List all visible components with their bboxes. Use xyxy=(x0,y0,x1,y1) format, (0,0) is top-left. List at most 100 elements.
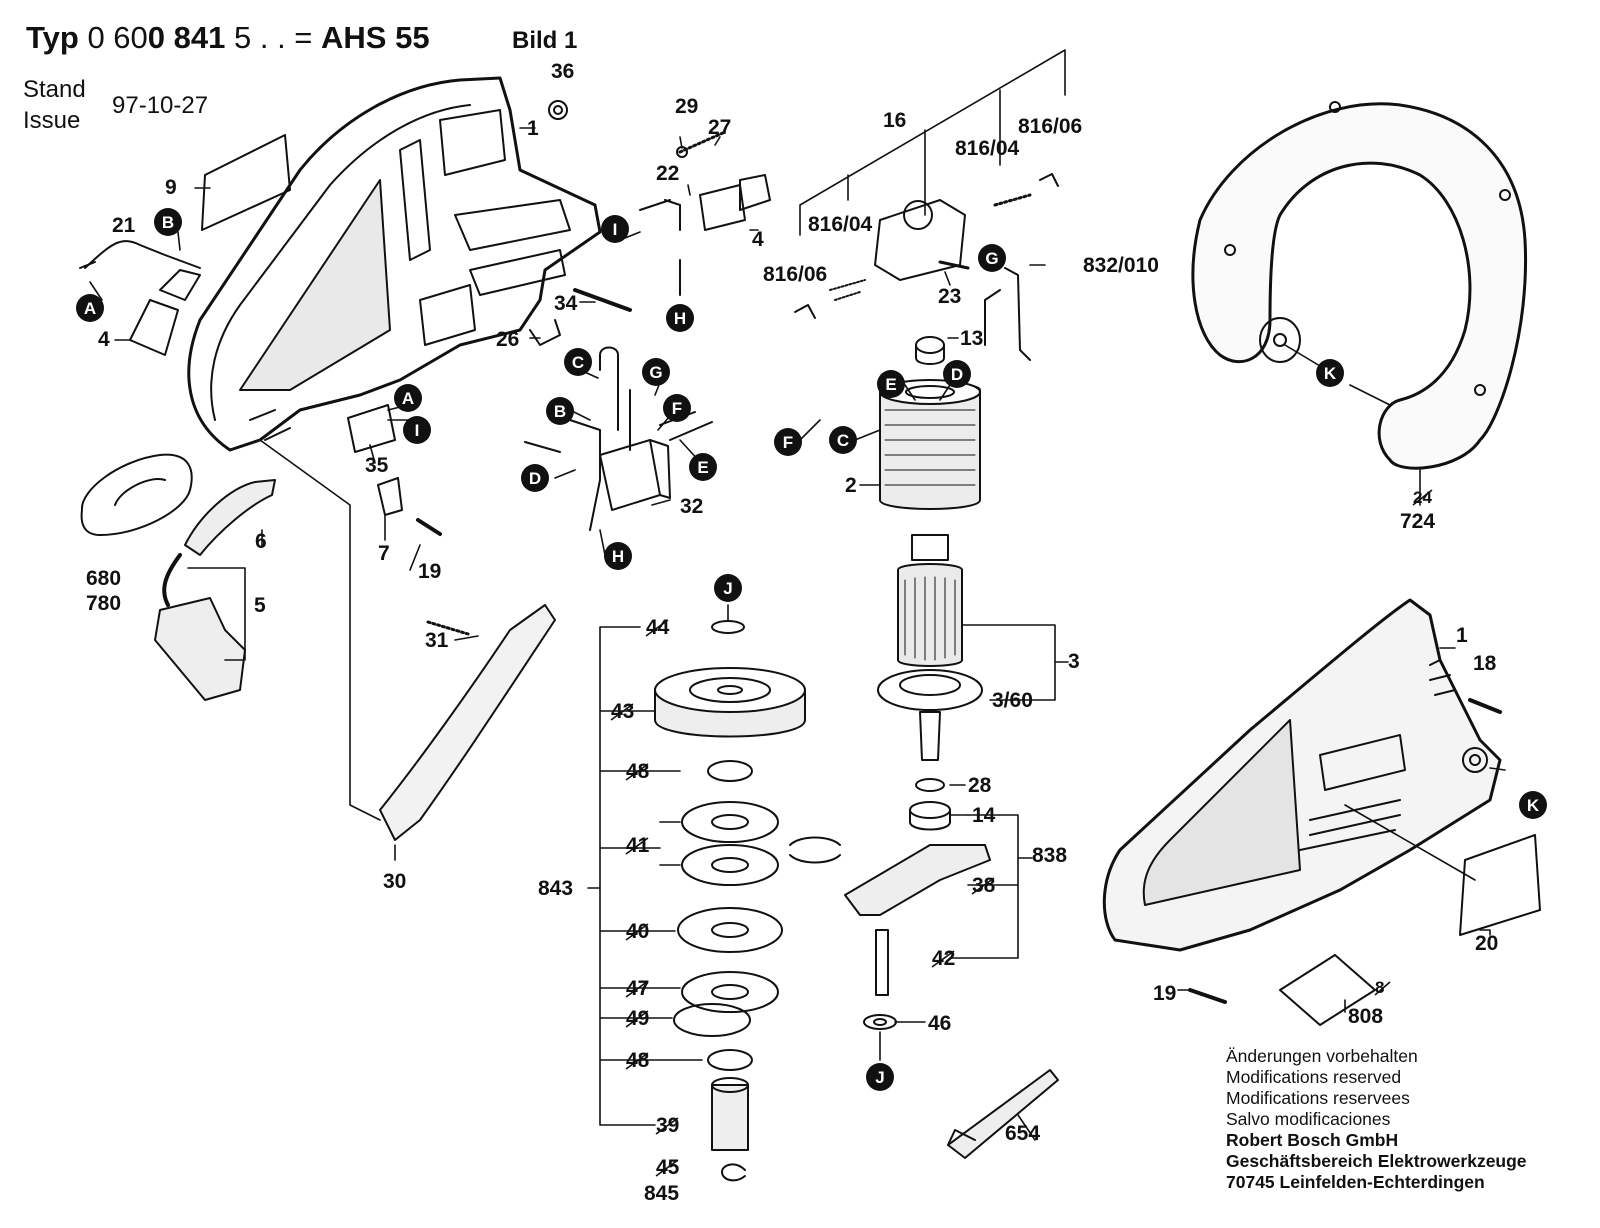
label-808 xyxy=(1279,954,1376,1026)
connector-j-1: J xyxy=(714,574,742,602)
connector-e-2: E xyxy=(877,370,905,398)
svg-text:D: D xyxy=(529,469,541,488)
label-27: 27 xyxy=(708,116,731,139)
spring-27 xyxy=(678,130,727,154)
label-3: 3 xyxy=(1068,650,1080,673)
label-832-010: 832/010 xyxy=(1083,254,1159,277)
fan-3-60 xyxy=(877,669,983,711)
svg-text:G: G xyxy=(985,249,998,268)
label-23: 23 xyxy=(938,285,961,308)
front-handle-724 xyxy=(1191,102,1528,470)
label-724: 724 xyxy=(1400,510,1435,533)
connector-h-2: H xyxy=(604,542,632,570)
pin-34 xyxy=(573,288,632,312)
label-16: 16 xyxy=(883,109,906,132)
label-816-06-left: 816/06 xyxy=(763,263,827,286)
disc-47 xyxy=(681,971,779,1013)
svg-text:G: G xyxy=(649,363,662,382)
label-680: 680 xyxy=(86,567,121,590)
armature-3 xyxy=(897,563,963,667)
cable-holder-680 xyxy=(80,453,193,536)
svg-text:C: C xyxy=(837,431,849,450)
connector-b-1: B xyxy=(154,208,182,236)
label-1-right: 1 xyxy=(1456,624,1468,647)
label-816-04-left: 816/04 xyxy=(808,213,873,236)
brush-holder-16 xyxy=(874,199,966,281)
label-28: 28 xyxy=(968,774,992,797)
connector-k-2: K xyxy=(1519,791,1547,819)
disc-40 xyxy=(677,907,783,953)
connector-k-1: K xyxy=(1316,359,1344,387)
wire-22 xyxy=(639,199,681,231)
svg-text:A: A xyxy=(84,299,96,318)
svg-text:J: J xyxy=(875,1068,884,1087)
hex-key-654 xyxy=(947,1069,1059,1159)
connector-j-2: J xyxy=(866,1063,894,1091)
circlip-44 xyxy=(711,620,745,634)
svg-text:H: H xyxy=(674,309,686,328)
svg-text:J: J xyxy=(723,579,732,598)
connector-e-1: E xyxy=(689,453,717,481)
label-32: 32 xyxy=(680,495,703,518)
housing-left xyxy=(187,76,602,452)
trigger-30 xyxy=(379,604,556,841)
label-843: 843 xyxy=(538,877,573,900)
bearing-14 xyxy=(909,801,951,819)
svg-text:D: D xyxy=(951,365,963,384)
label-20: 20 xyxy=(1475,932,1498,955)
washer-48-bottom xyxy=(707,1049,753,1071)
screw-18 xyxy=(1468,698,1502,714)
label-19-right: 19 xyxy=(1153,982,1176,1005)
svg-text:F: F xyxy=(783,433,793,452)
bracket-26 xyxy=(529,319,561,346)
label-19: 19 xyxy=(418,560,441,583)
connector-a-2: A xyxy=(394,384,422,412)
strike-marks xyxy=(610,489,1433,1177)
label-36: 36 xyxy=(551,60,574,83)
label-31: 31 xyxy=(425,629,449,652)
connector-c-1: C xyxy=(564,348,592,376)
svg-text:F: F xyxy=(672,399,682,418)
type-line: Typ 0 600 841 5 . . = AHS 55 xyxy=(26,20,430,56)
switch-4-left xyxy=(129,299,179,356)
label-9: 9 xyxy=(165,176,177,199)
plug-5 xyxy=(154,597,246,701)
label-5: 5 xyxy=(254,594,266,617)
connector-i-1: I xyxy=(403,416,431,444)
connector-a-1: A xyxy=(76,294,104,322)
connector-c-2: C xyxy=(829,426,857,454)
label-13: 13 xyxy=(960,327,983,350)
connector-h-1: H xyxy=(666,304,694,332)
typ-number-a: 0 60 xyxy=(87,20,148,55)
connector-d-1: D xyxy=(521,464,549,492)
washer-28 xyxy=(915,778,945,792)
company-name: Robert Bosch GmbH xyxy=(1226,1130,1399,1150)
label-816-06-right: 816/06 xyxy=(1018,115,1082,138)
label-34: 34 xyxy=(554,292,578,315)
model-name: AHS 55 xyxy=(321,20,430,55)
bild-label: Bild 1 xyxy=(512,27,578,54)
label-2: 2 xyxy=(845,474,857,497)
label-845: 845 xyxy=(644,1182,679,1205)
label-7: 7 xyxy=(378,542,390,565)
svg-text:E: E xyxy=(697,458,708,477)
svg-text:K: K xyxy=(1324,364,1337,383)
label-plate-20 xyxy=(1459,834,1541,936)
label-808: 808 xyxy=(1348,1005,1383,1028)
issue-date: 97-10-27 xyxy=(112,92,209,119)
svg-text:B: B xyxy=(554,402,566,421)
typ-number-b: 0 841 xyxy=(147,20,226,55)
clamp-7 xyxy=(377,477,403,516)
division-name: Geschäftsbereich Elektrowerkzeuge xyxy=(1226,1151,1527,1171)
connector-g-1: G xyxy=(642,358,670,386)
svg-text:H: H xyxy=(612,547,624,566)
label-18: 18 xyxy=(1473,652,1497,675)
circlip-45 xyxy=(721,1163,746,1182)
terminal-35 xyxy=(347,404,396,453)
svg-text:I: I xyxy=(415,421,420,440)
label-4-top: 4 xyxy=(752,228,764,251)
power-cable-5 xyxy=(162,553,182,607)
svg-text:E: E xyxy=(885,375,896,394)
connector-f-2: F xyxy=(774,428,802,456)
nut-36 xyxy=(548,100,568,120)
